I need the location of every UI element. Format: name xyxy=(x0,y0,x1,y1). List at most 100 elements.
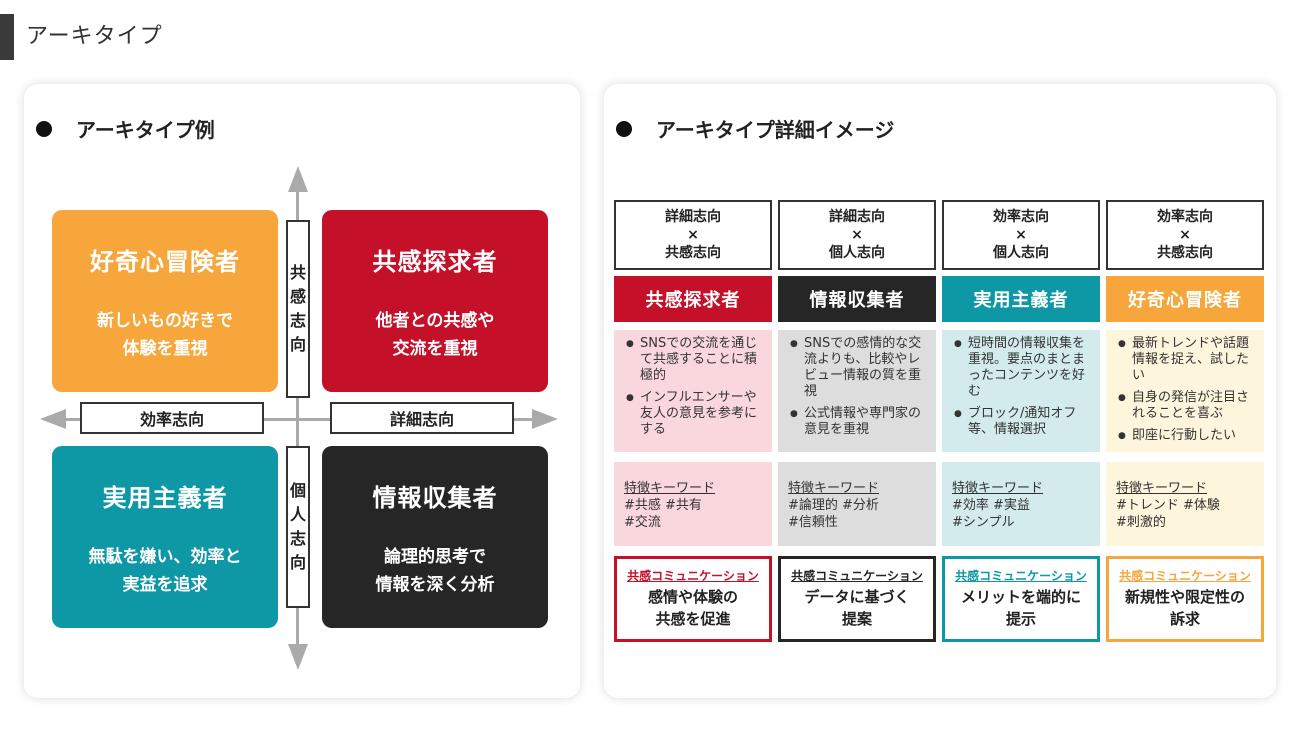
axis-primary: 効率志向 xyxy=(993,209,1049,225)
archetype-column: 効率志向×共感志向好奇心冒険者最新トレンドや話題情報を捉え、試したい自身の発信が… xyxy=(1106,200,1264,642)
axis-secondary: 共感志向 xyxy=(1157,245,1213,261)
axis-label-char: 人 xyxy=(289,505,306,524)
axis-label-char: 個 xyxy=(289,481,306,500)
keyword-box: 特徴キーワード#共感 #共有#交流 xyxy=(614,462,772,546)
axis-label-char: 向 xyxy=(289,335,306,354)
axis-cross: × xyxy=(1015,227,1027,243)
quadrant-title: 好奇心冒険者 xyxy=(90,248,240,276)
quadrant-pragmatist: 実用主義者 無駄を嫌い、効率と 実益を追求 xyxy=(52,446,278,628)
communication-box: 共感コミュニケーション新規性や限定性の 訴求 xyxy=(1106,556,1264,642)
arrow-down-icon xyxy=(288,644,308,670)
axis-secondary: 個人志向 xyxy=(829,245,885,261)
bullet-item: 最新トレンドや話題情報を捉え、試したい xyxy=(1118,336,1258,384)
arrow-up-icon xyxy=(288,166,308,192)
communication-label: 共感コミュニケーション xyxy=(627,569,759,583)
bullet-item: 短時間の情報収集を重視。要点のまとまったコンテンツを好む xyxy=(954,336,1094,400)
quadrant-title: 情報収集者 xyxy=(372,484,498,512)
axis-label-detail: 詳細志向 xyxy=(330,402,514,434)
keyword-label: 特徴キーワード xyxy=(624,481,716,496)
communication-box: 共感コミュニケーション感情や体験の 共感を促進 xyxy=(614,556,772,642)
keyword-line: #信頼性 xyxy=(788,515,838,530)
quadrant-description: 他者との共感や 交流を重視 xyxy=(375,311,495,359)
keyword-line: #論理的 #分析 xyxy=(788,498,879,513)
communication-text: メリットを端的に 提示 xyxy=(960,588,1081,628)
communication-box: 共感コミュニケーションメリットを端的に 提示 xyxy=(942,556,1100,642)
bullet-item: SNSでの感情的な交流よりも、比較やレビュー情報の質を重視 xyxy=(790,336,930,400)
panel-heading-left: アーキタイプ例 xyxy=(36,114,215,143)
communication-text: 感情や体験の 共感を促進 xyxy=(647,588,738,628)
vertical-axis xyxy=(296,182,299,660)
communication-label: 共感コミュニケーション xyxy=(791,569,923,583)
axis-combination-box: 効率志向×共感志向 xyxy=(1106,200,1264,270)
title-accent-bar xyxy=(0,14,14,60)
archetype-type-header: 情報収集者 xyxy=(778,276,936,322)
axis-label-char: 感 xyxy=(289,287,306,306)
behavior-bullets: 短時間の情報収集を重視。要点のまとまったコンテンツを好むブロック/通知オフ等、情… xyxy=(942,330,1100,452)
panel-heading-right: アーキタイプ詳細イメージ xyxy=(616,114,894,143)
horizontal-axis xyxy=(52,418,546,421)
behavior-bullets: SNSでの交流を通じて共感することに積極的インフルエンサーや友人の意見を参考にす… xyxy=(614,330,772,452)
communication-text: 新規性や限定性の 訴求 xyxy=(1124,588,1245,628)
archetype-column: 効率志向 × 個人志向実用主義者短時間の情報収集を重視。要点のまとまったコンテンツを… xyxy=(942,200,1100,642)
archetype-type-header: 好奇心冒険者 xyxy=(1106,276,1264,322)
axis-label-char: 志 xyxy=(289,311,306,330)
bullet-dot-icon xyxy=(616,120,632,137)
axis-combination-box: 効率志向 × 個人志向 xyxy=(942,200,1100,270)
keyword-label: 特徴キーワード xyxy=(1116,481,1208,496)
bullet-item: SNSでの交流を通じて共感することに積極的 xyxy=(626,336,766,384)
quadrant-description: 無駄を嫌い、効率と 実益を追求 xyxy=(88,547,242,595)
axis-combination-box: 詳細志向 × 共感志向 xyxy=(614,200,772,270)
axis-primary: 詳細志向 xyxy=(829,209,885,225)
bullet-item: 即座に行動したい xyxy=(1118,428,1258,444)
keyword-label: 特徴キーワード xyxy=(952,481,1044,496)
keyword-box: 特徴キーワード #効率 #実益 #シンプル xyxy=(942,462,1100,546)
bullet-dot-icon xyxy=(36,120,52,137)
quadrant-title: 実用主義者 xyxy=(102,484,228,512)
keyword-line: #効率 #実益 xyxy=(952,498,1030,513)
keyword-box: 特徴キーワード #トレンド #体験 #刺激的 xyxy=(1106,462,1264,546)
keyword-line: #刺激的 xyxy=(1116,515,1166,530)
bullet-item: 公式情報や専門家の意見を重視 xyxy=(790,406,930,438)
archetype-type-header: 共感探求者 xyxy=(614,276,772,322)
behavior-bullets: 最新トレンドや話題情報を捉え、試したい自身の発信が注目されることを喜ぶ即座に行動… xyxy=(1106,330,1264,452)
bullet-item: インフルエンサーや友人の意見を参考にする xyxy=(626,390,766,438)
archetype-example-panel: アーキタイプ例 好奇心冒険者 新しいもの好きで 体験を重視 共感探求者 他者との… xyxy=(24,84,580,698)
communication-box: 共感コミュニケーションデータに基づく 提案 xyxy=(778,556,936,642)
quadrant-description: 新しいもの好きで 体験を重視 xyxy=(97,311,233,359)
axis-secondary: 共感志向 xyxy=(665,245,721,261)
quadrant-description: 論理的思考で 情報を深く分析 xyxy=(375,547,495,595)
quadrant-title: 共感探求者 xyxy=(372,248,498,276)
quadrant-empathy-seeker: 共感探求者 他者との共感や 交流を重視 xyxy=(322,210,548,392)
axis-label-char: 共 xyxy=(289,263,306,282)
communication-label: 共感コミュニケーション xyxy=(955,569,1087,583)
axis-label-char: 志 xyxy=(289,529,306,548)
bullet-item: ブロック/通知オフ等、情報選択 xyxy=(954,406,1094,438)
panel-heading-text: アーキタイプ詳細イメージ xyxy=(656,118,895,142)
axis-primary: 詳細志向 xyxy=(665,209,721,225)
axis-cross: × xyxy=(851,227,863,243)
keyword-label: 特徴キーワード xyxy=(788,481,880,496)
behavior-bullets: SNSでの感情的な交流よりも、比較やレビュー情報の質を重視公式情報や専門家の意見… xyxy=(778,330,936,452)
communication-text: データに基づく 提案 xyxy=(804,588,910,628)
axis-label-efficiency: 効率志向 xyxy=(80,402,264,434)
axis-label-empathy: 共 感 志 向 xyxy=(286,220,310,398)
keyword-line: #共感 #共有 xyxy=(624,498,702,513)
keyword-line: #シンプル xyxy=(952,515,1015,530)
quadrant-information-gatherer: 情報収集者 論理的思考で 情報を深く分析 xyxy=(322,446,548,628)
communication-label: 共感コミュニケーション xyxy=(1119,569,1251,583)
axis-cross: × xyxy=(687,227,699,243)
keyword-box: 特徴キーワード #論理的 #分析 #信頼性 xyxy=(778,462,936,546)
axis-primary: 効率志向 xyxy=(1157,209,1213,225)
axis-label-char: 向 xyxy=(289,553,306,572)
axis-secondary: 個人志向 xyxy=(993,245,1049,261)
quadrant-curious-adventurer: 好奇心冒険者 新しいもの好きで 体験を重視 xyxy=(52,210,278,392)
archetype-type-header: 実用主義者 xyxy=(942,276,1100,322)
page-title: アーキタイプ xyxy=(26,24,163,49)
axis-label-individual: 個 人 志 向 xyxy=(286,446,310,608)
arrow-right-icon xyxy=(532,409,558,429)
keyword-line: #トレンド #体験 xyxy=(1116,498,1220,513)
arrow-left-icon xyxy=(40,409,66,429)
